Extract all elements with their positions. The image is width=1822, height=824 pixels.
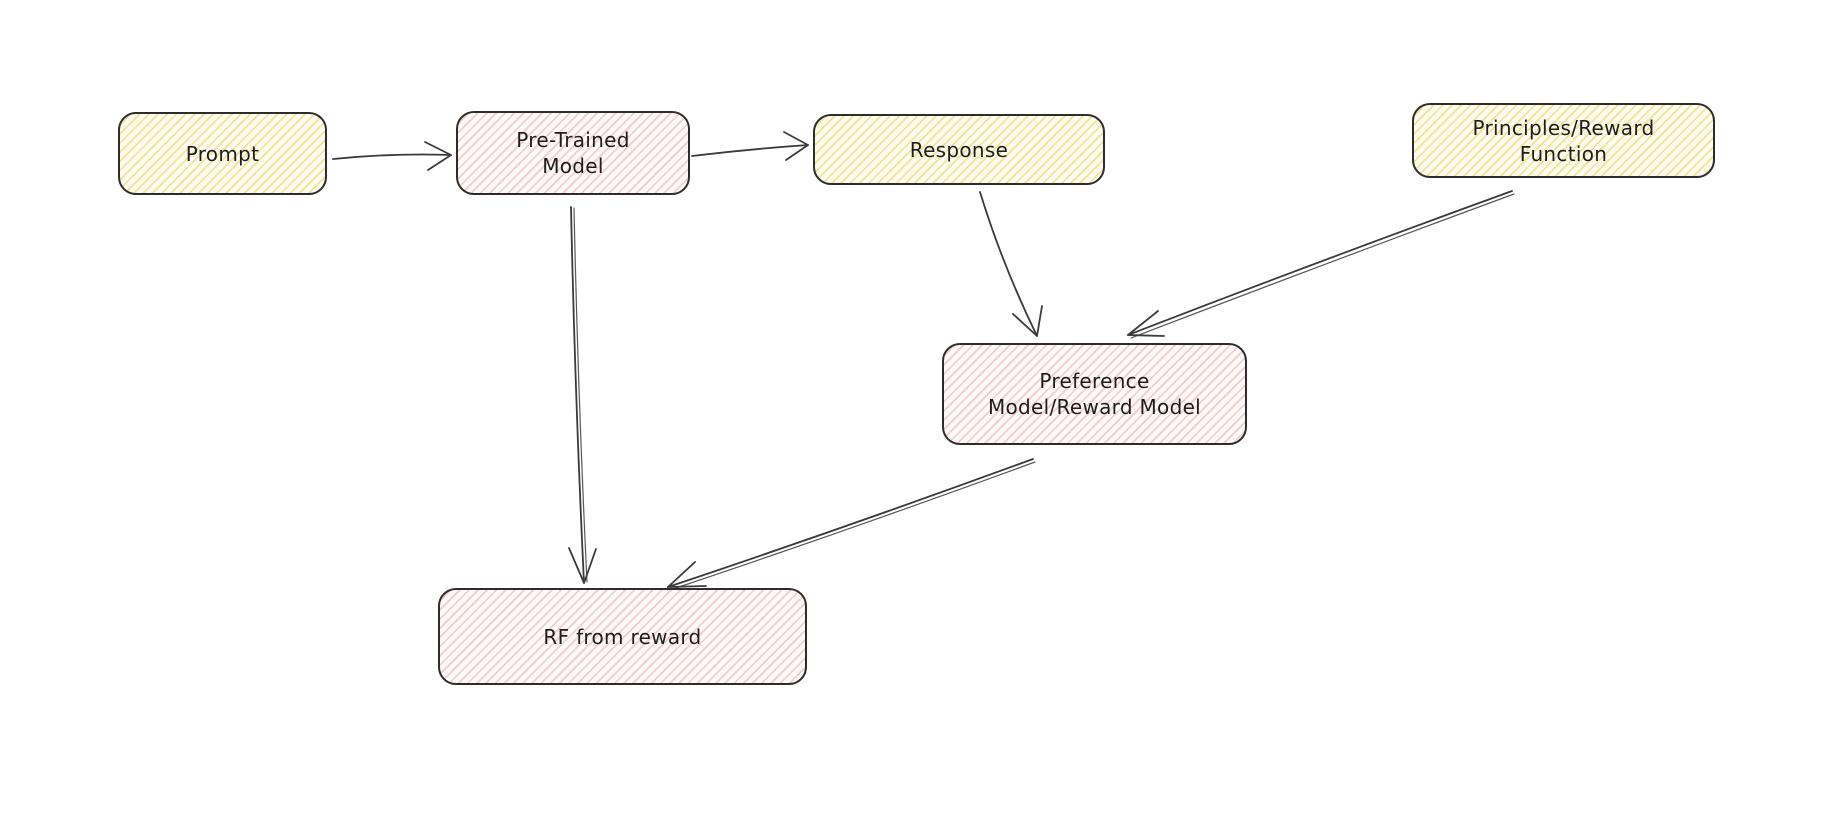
node-principles-reward-function[interactable]: Principles/Reward Function [1412, 103, 1715, 178]
arrow-prompt-to-pretrained-model[interactable] [332, 141, 452, 171]
arrow-preference-model-to-rf[interactable] [667, 458, 1036, 591]
node-principles-reward-function-label: Principles/Reward Function [1472, 115, 1655, 166]
node-prompt[interactable]: Prompt [118, 112, 327, 195]
arrow-response-to-preference-model[interactable] [979, 191, 1043, 337]
arrow-pretrained-model-to-response[interactable] [691, 131, 809, 161]
node-response-label: Response [909, 137, 1009, 162]
node-response[interactable]: Response [813, 114, 1105, 185]
node-pretrained-model-label: Pre-Trained Model [516, 128, 630, 178]
node-rf-from-reward-label: RF from reward [543, 624, 702, 649]
arrow-pretrained-model-to-rf[interactable] [568, 206, 597, 584]
arrow-principles-to-preference-model[interactable] [1127, 190, 1515, 339]
node-preference-model-label: Preference Model/Reward Model [987, 369, 1202, 419]
node-prompt-label: Prompt [185, 141, 260, 166]
node-rf-from-reward[interactable]: RF from reward [438, 588, 807, 685]
node-preference-model[interactable]: Preference Model/Reward Model [942, 343, 1247, 445]
node-pretrained-model[interactable]: Pre-Trained Model [456, 111, 690, 195]
